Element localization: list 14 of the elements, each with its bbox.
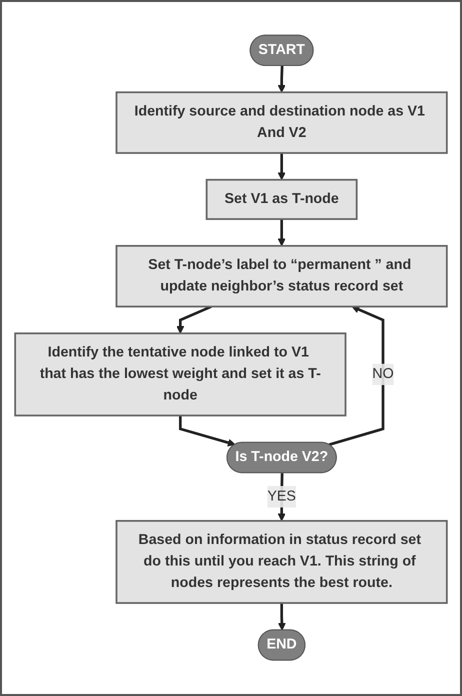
node-box: Identify source and destination node as V1 And V2 bbox=[116, 92, 448, 154]
node-box: Identify the tentative node linked to V1 that has the lowest weight and set it as T-node bbox=[14, 332, 346, 417]
node-box: Based on information in status record set do this until you reach V1. This string of nodes represents the best route. bbox=[116, 520, 448, 604]
arrow bbox=[278, 219, 286, 247]
arrow bbox=[328, 306, 384, 446]
edge-label: YES bbox=[267, 489, 296, 504]
arrow bbox=[179, 416, 236, 447]
arrow bbox=[278, 153, 286, 180]
node-box: Set V1 as T-node bbox=[206, 179, 358, 220]
edge-label: NO bbox=[372, 366, 394, 382]
arrow bbox=[278, 66, 286, 93]
node-box: Set T-node’s label to “permanent ” and update neighbor’s status record set bbox=[116, 245, 448, 308]
arrow bbox=[176, 306, 212, 334]
arrow bbox=[278, 603, 286, 631]
